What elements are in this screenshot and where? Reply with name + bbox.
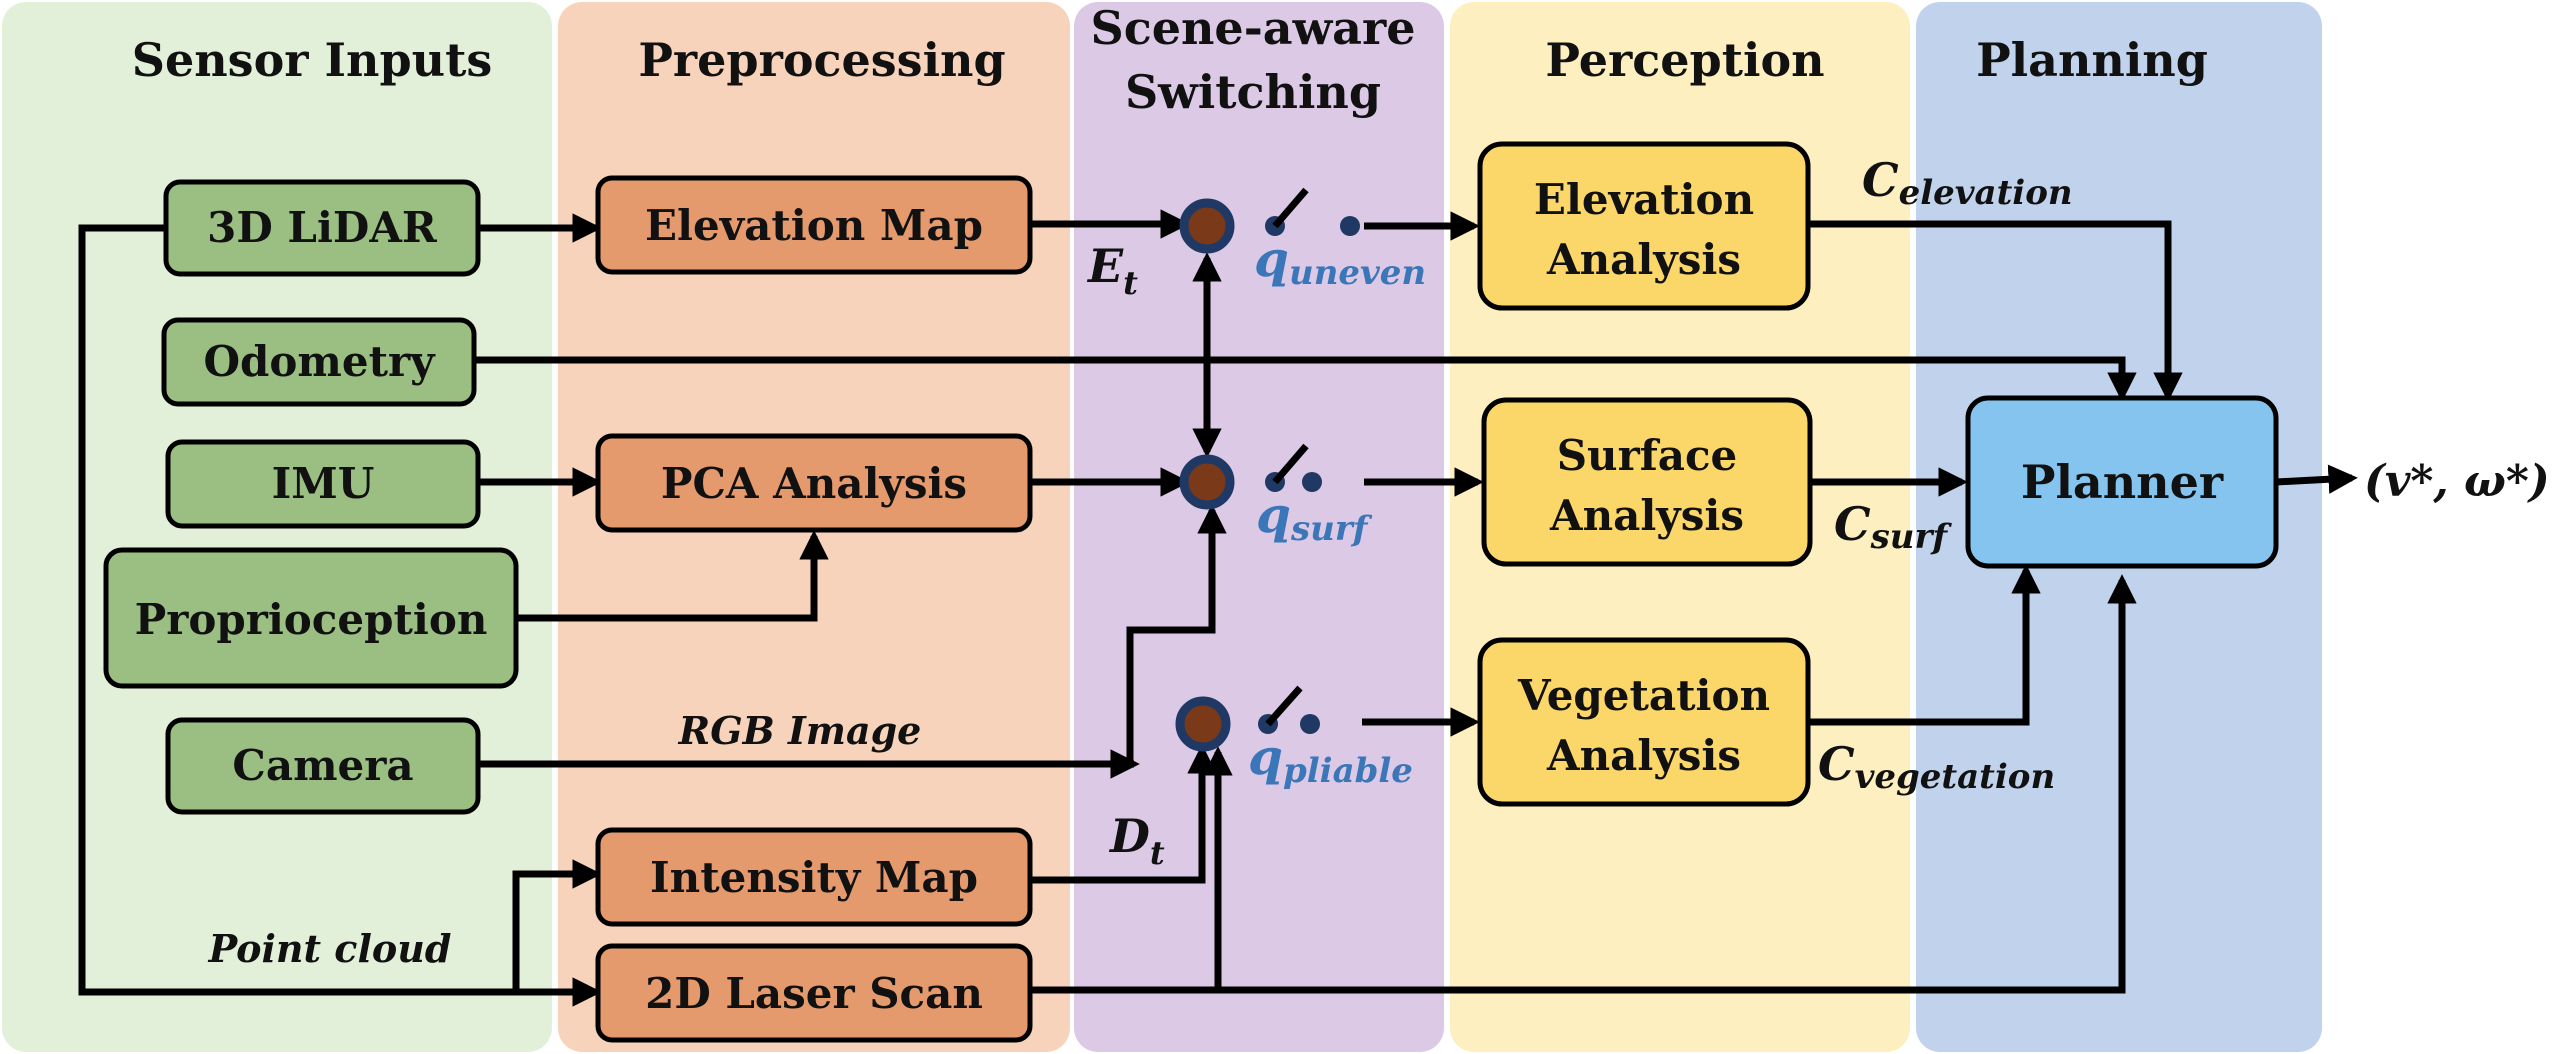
point-cloud-wire	[78, 224, 602, 1007]
imu-box: IMU	[165, 439, 481, 529]
d-t-label: Dt	[1108, 809, 1165, 872]
surf-switch	[1179, 443, 1322, 510]
proprioception-box: Proprioception	[103, 547, 519, 689]
q-pliable-sub: pliable	[1283, 751, 1413, 791]
elevation-analysis-box: Elevation Analysis	[1477, 141, 1811, 311]
c-surf-main: C	[1834, 497, 1871, 551]
point-cloud-label: Point cloud	[208, 926, 452, 971]
surf-switch-contact-b	[1302, 472, 1322, 492]
laser-scan-box: 2D Laser Scan	[595, 943, 1033, 1043]
c-elevation-main: C	[1862, 153, 1899, 207]
uneven-switch	[1179, 187, 1360, 254]
imu-label: IMU	[272, 459, 375, 508]
proprioception-label: Proprioception	[135, 595, 488, 644]
intensity-map-label: Intensity Map	[650, 853, 978, 902]
e-t-label: Et	[1086, 239, 1138, 302]
d-t-main: D	[1108, 809, 1150, 863]
d-t-sub: t	[1150, 834, 1165, 872]
q-uneven-sub: uneven	[1289, 253, 1426, 293]
odometry-label: Odometry	[203, 337, 436, 386]
q-pliable-label: qpliable	[1248, 727, 1413, 791]
pliable-switch-node	[1175, 696, 1231, 752]
surface-analysis-label-1: Surface	[1557, 431, 1738, 480]
switching-title-line2: Switching	[1125, 65, 1381, 119]
camera-box: Camera	[165, 717, 481, 815]
q-uneven-main: q	[1254, 229, 1289, 288]
vegetation-cost-arrow	[1810, 564, 2041, 726]
switching-title-line1: Scene-aware	[1090, 1, 1415, 55]
pca-analysis-label: PCA Analysis	[661, 459, 967, 508]
e-t-sub: t	[1123, 264, 1138, 302]
planning-title: Planning	[1976, 33, 2208, 87]
point-cloud-to-intensity-arrow	[512, 859, 602, 992]
q-uneven-label: quneven	[1254, 229, 1426, 293]
rgb-image-to-surf-switch-arrow	[1126, 504, 1227, 764]
laser-scan-to-planner-arrow	[1030, 574, 2137, 994]
pliable-switch	[1175, 685, 1320, 752]
surface-analysis-label-2: Analysis	[1549, 491, 1744, 540]
q-surf-label: qsurf	[1256, 485, 1373, 549]
c-vegetation-label: Cvegetation	[1818, 737, 2055, 797]
planner-box: Planner	[1965, 395, 2279, 569]
lidar-label: 3D LiDAR	[207, 203, 438, 252]
planner-label: Planner	[2021, 455, 2224, 509]
pliable-switch-contact-b	[1300, 714, 1320, 734]
camera-label: Camera	[232, 741, 413, 790]
lidar-box: 3D LiDAR	[163, 179, 481, 277]
pliable-switch-lever	[1265, 685, 1303, 727]
rgb-image-label: RGB Image	[678, 708, 922, 753]
q-pliable-main: q	[1248, 727, 1283, 786]
pca-analysis-box: PCA Analysis	[595, 433, 1033, 533]
laser-scan-label: 2D Laser Scan	[645, 969, 983, 1018]
c-vegetation-main: C	[1818, 737, 1855, 791]
vegetation-analysis-label-1: Vegetation	[1517, 671, 1770, 720]
vegetation-analysis-label-2: Analysis	[1546, 731, 1741, 780]
surface-analysis-box: Surface Analysis	[1481, 397, 1813, 567]
c-surf-sub: surf	[1870, 517, 1953, 557]
c-vegetation-sub: vegetation	[1855, 757, 2056, 797]
preprocessing-title: Preprocessing	[638, 33, 1005, 87]
output-label: (v*, ω*)	[2364, 456, 2550, 507]
intensity-map-box: Intensity Map	[595, 827, 1033, 927]
elevation-map-box: Elevation Map	[595, 175, 1033, 275]
c-elevation-sub: elevation	[1899, 173, 2073, 213]
vegetation-analysis-box: Vegetation Analysis	[1477, 637, 1811, 807]
elevation-analysis-label-1: Elevation	[1534, 175, 1754, 224]
c-elevation-label: Celevation	[1862, 153, 2073, 213]
surf-switch-node	[1179, 454, 1235, 510]
odometry-box: Odometry	[161, 317, 477, 407]
odometry-to-planner-arrow	[474, 356, 2137, 402]
elevation-cost-arrow	[1808, 220, 2183, 402]
proprioception-to-pca-arrow	[516, 530, 829, 622]
switching-column	[1074, 2, 1444, 1052]
sensor-inputs-title: Sensor Inputs	[132, 33, 492, 87]
q-surf-main: q	[1256, 485, 1291, 544]
surf-switch-lever	[1272, 443, 1309, 485]
uneven-switch-lever	[1272, 187, 1309, 229]
perception-title: Perception	[1545, 33, 1824, 87]
q-surf-sub: surf	[1290, 509, 1373, 549]
e-t-main: E	[1086, 239, 1124, 293]
elevation-map-label: Elevation Map	[645, 201, 983, 250]
elevation-analysis-label-2: Analysis	[1546, 235, 1741, 284]
uneven-switch-contact-b	[1340, 216, 1360, 236]
intensity-map-to-switch-arrow	[1030, 744, 1217, 884]
uneven-switch-node	[1179, 198, 1235, 254]
c-surf-label: Csurf	[1834, 497, 1952, 557]
planner-output-arrow	[2275, 464, 2358, 494]
